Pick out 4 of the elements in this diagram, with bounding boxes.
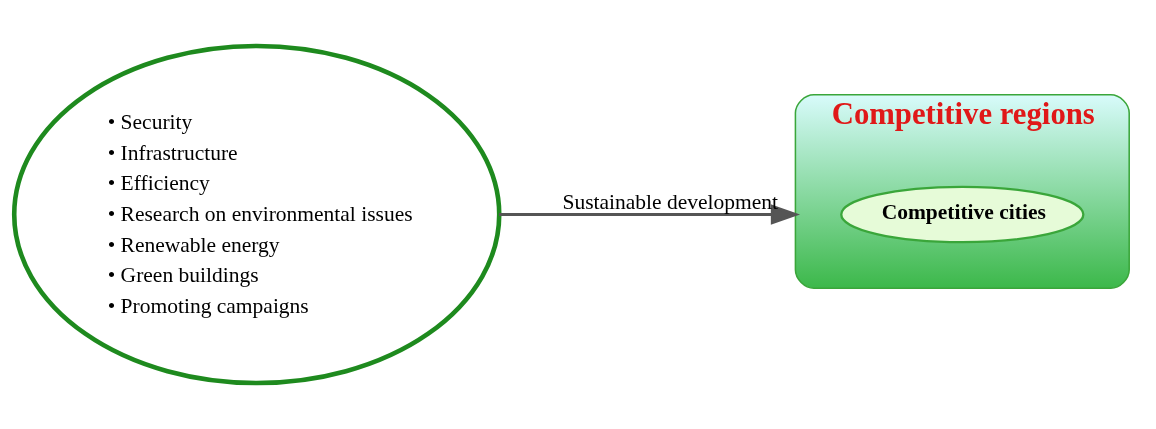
node-ellipse: Competitive cities bbox=[840, 185, 1085, 244]
node-ellipse: • Security • Infrastructure • Efficiency • Research on environmental issues • Renewable energy • Green buildings • Promoting campaigns bbox=[11, 43, 502, 386]
edge-label: Sustainable development bbox=[562, 189, 778, 214]
arrow bbox=[499, 204, 801, 225]
